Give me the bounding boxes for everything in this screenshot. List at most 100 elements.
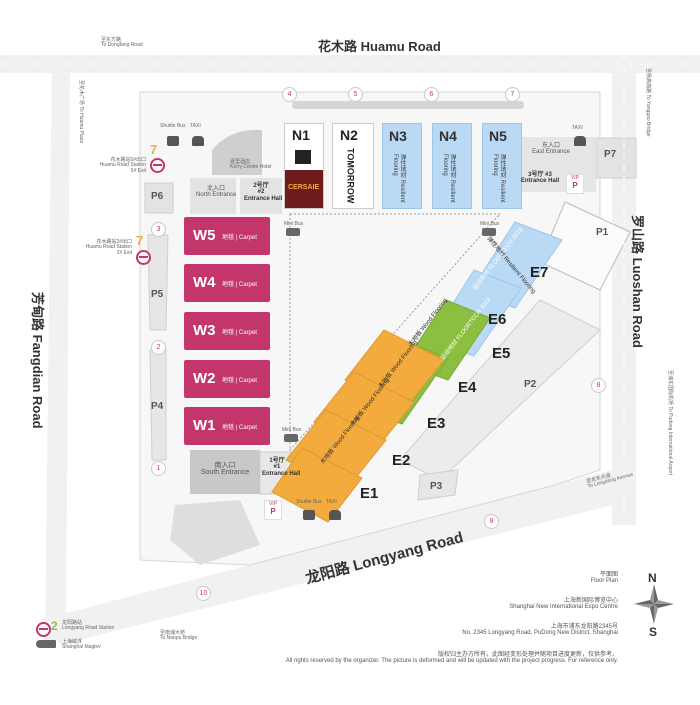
longyang-station-icon: [36, 622, 51, 637]
parking-p6: P6: [151, 191, 164, 202]
parking-p1: P1: [596, 227, 609, 238]
to-nanpu-en: To Nanpu Bridge: [160, 635, 198, 642]
hall-w1[interactable]: W1 地毯 | Carpet: [184, 407, 270, 445]
gate-5[interactable]: 5: [348, 87, 363, 102]
disclaimer-zh: 版权归主办方所有。此图经变形处理并随项目进度更新，仅供参考。: [437, 652, 618, 658]
north-entrance-block: [190, 178, 236, 214]
south-shuttle-label: Shuttle Bus: [296, 499, 322, 505]
gate-6[interactable]: 6: [424, 87, 439, 102]
south-entrance-block: [190, 450, 260, 494]
hall-n4-sub: 弹性地材 Resilient Flooring: [442, 154, 455, 203]
hall-w4[interactable]: W4 地毯 | Carpet: [184, 264, 270, 302]
floorplan-en: Floor Plan: [590, 578, 618, 585]
south-minibus-label: Mini Bus: [282, 427, 302, 433]
gate-10[interactable]: 10: [196, 586, 211, 601]
hall-w1-sub: 地毯 | Carpet: [222, 425, 257, 431]
gate-3[interactable]: 3: [151, 222, 166, 237]
n1-logo: [295, 150, 311, 164]
p6-block: [144, 182, 174, 214]
kerry-hotel-shape: [212, 129, 262, 175]
disclaimer: 版权归主办方所有。此图经变形处理并随项目进度更新，仅供参考。 All right…: [286, 652, 618, 665]
parking-p7: P7: [604, 149, 617, 160]
south-minibus-icon: [284, 434, 298, 442]
east-vip-parking: VIP P: [566, 174, 584, 194]
hall1-num: #1: [273, 464, 281, 471]
hall-n2[interactable]: N2 TOMORROW: [332, 123, 374, 209]
parking-p3: P3: [430, 481, 443, 492]
address-legend: 上海市浦东龙阳路2345号 No. 2345 Longyang Road, Pu…: [462, 624, 618, 637]
metro-line7-badge-2: 7: [136, 233, 144, 248]
taxi-icon: [192, 136, 204, 146]
maglev-en: Shanghai Maglev: [62, 644, 101, 651]
hall-n2-sub: TOMORROW: [345, 148, 356, 204]
hall-n4-label: N4: [439, 128, 457, 144]
hall-n5-label: N5: [489, 128, 507, 144]
to-dongfang-label: 至东方路 To Dongfang Road: [101, 37, 143, 49]
hall2-num: #2: [257, 189, 265, 196]
kerry-hotel-en: Kerry Centre Hotel: [230, 164, 272, 171]
south-taxi-icon: [329, 510, 341, 520]
hall-n4[interactable]: N4 弹性地材 Resilient Flooring: [432, 123, 472, 209]
hall-n1[interactable]: N1 CERSAIE: [284, 123, 324, 209]
east-taxi-label: TAXI: [572, 125, 583, 131]
hall-n5[interactable]: N5 弹性地材 Resilient Flooring: [482, 123, 522, 209]
venue-zh: 上海新国际博览中心: [563, 598, 618, 604]
east-taxi-icon: [574, 136, 586, 146]
hall1-zh: 1号厅: [269, 458, 285, 464]
top-road-zh: 花木路: [318, 39, 358, 54]
north-minibus-label: Mini Bus: [284, 221, 304, 227]
to-nanpu-zh: 至南浦大桥: [160, 630, 186, 636]
kerry-hotel-label: 嘉里酒店 Kerry Centre Hotel: [230, 159, 272, 171]
hall-n2-label: N2: [340, 127, 358, 143]
hall-e4-label: E4: [458, 379, 477, 396]
south-entrance-en: South Entrance: [200, 469, 250, 477]
hall3-num: #3: [545, 172, 552, 178]
metro-line7-badge-1: 7: [150, 142, 158, 157]
maglev-zh: 上海磁浮: [62, 639, 83, 645]
south-vip-parking: VIP P: [264, 500, 282, 520]
huamu5-zh: 花木路站5#出口: [110, 157, 146, 163]
parking-p2: P2: [524, 379, 537, 390]
hall3-entrance-label: 3号厅 #3 Entrance Hall: [520, 172, 560, 185]
hall2-en: Entrance Hall: [244, 195, 283, 202]
hall-w1-label: W1: [193, 417, 216, 434]
hall-n3[interactable]: N3 弹性地材 Resilient Flooring: [382, 123, 422, 209]
east-minibus-icon: [482, 228, 496, 236]
hall-w3[interactable]: W3 地毯 | Carpet: [184, 312, 270, 350]
hall-n5-sub: 弹性地材 Resilient Flooring: [492, 154, 505, 203]
gate-2[interactable]: 2: [151, 340, 166, 355]
venue-en: Shanghai New International Expo Centre: [509, 604, 618, 611]
hall1-entrance-label: 1号厅 #1 Entrance Hall: [262, 458, 300, 477]
huamu2-zh: 花木路站2#出口: [96, 239, 132, 245]
hall-e5-label: E5: [492, 345, 511, 362]
south-taxi-label: TAXI: [326, 499, 337, 505]
north-strip: [292, 101, 524, 109]
hall-e7-label: E7: [530, 264, 549, 281]
floorplan-legend: 平面图 Floor Plan: [591, 572, 618, 585]
hall-e1[interactable]: [271, 447, 363, 523]
maglev-train-icon: [36, 640, 56, 648]
east-entrance-en: East Entrance: [532, 149, 570, 156]
huamu5-en2: 5# Exit: [130, 167, 146, 174]
compass-north: N: [648, 571, 657, 585]
maglev-label: 上海磁浮 Shanghai Maglev: [62, 639, 101, 651]
north-entrance-en: North Entrance: [196, 192, 237, 199]
hall-n3-label: N3: [389, 128, 407, 144]
gate-7[interactable]: 7: [505, 87, 520, 102]
gate-1[interactable]: 1: [151, 461, 166, 476]
gate-9[interactable]: 9: [484, 514, 499, 529]
hall-w3-label: W3: [193, 322, 216, 339]
address-en: No. 2345 Longyang Road, PuDong New Distr…: [462, 630, 618, 637]
hall2-entrance-label: 2号厅 #2 Entrance Hall: [244, 183, 283, 202]
address-zh: 上海市浦东龙阳路2345号: [550, 624, 618, 630]
hall-w2[interactable]: W2 地毯 | Carpet: [184, 360, 270, 398]
venue-legend: 上海新国际博览中心 Shanghai New International Exp…: [509, 598, 618, 611]
hall-w5[interactable]: W5 地毯 | Carpet: [184, 217, 270, 255]
longyang-station-label: 龙阳路站 Longyang Road Station: [62, 620, 114, 632]
gate-8[interactable]: 8: [591, 378, 606, 393]
gate-4[interactable]: 4: [282, 87, 297, 102]
compass-south: S: [649, 625, 658, 639]
top-road-label: 花木路 Huamu Road: [318, 40, 441, 54]
east-entrance-zh: 东入口: [541, 143, 560, 149]
